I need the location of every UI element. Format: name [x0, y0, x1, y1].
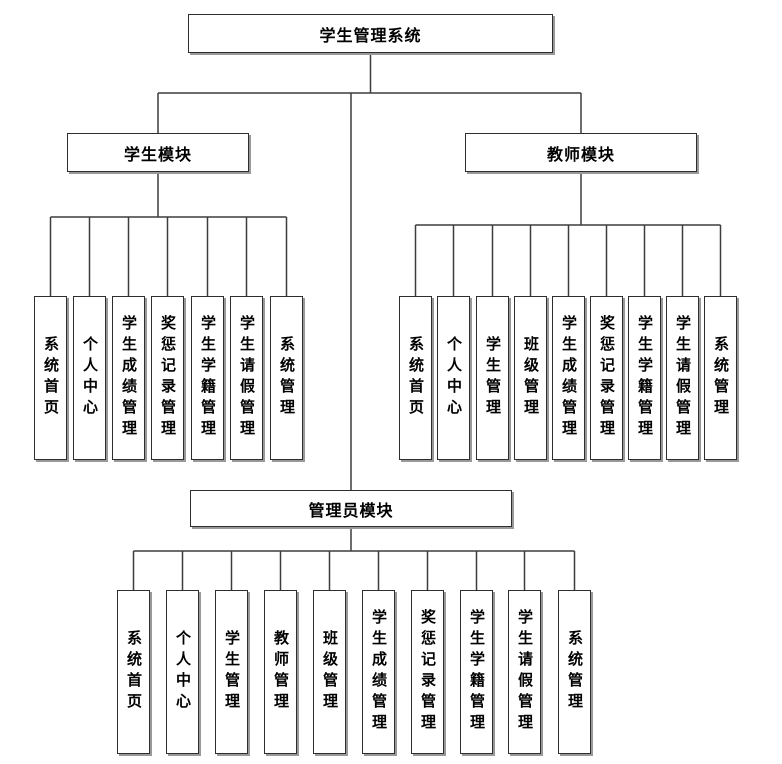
student-branch-connector — [49, 172, 288, 296]
teacher-leaf-class-management: 班级管理 — [514, 296, 547, 460]
module-node-admin: 管理员模块 — [190, 490, 512, 527]
student-leaf-leave-management: 学生请假管理 — [230, 296, 263, 460]
student-leaf-grade-management: 学生成绩管理 — [112, 296, 145, 460]
module-node-student: 学生模块 — [67, 133, 249, 172]
teacher-leaf-leave-management: 学生请假管理 — [666, 296, 699, 460]
teacher-leaf-reward-punishment-management: 奖惩记录管理 — [590, 296, 623, 460]
student-leaf-system-home: 系统首页 — [34, 296, 67, 460]
admin-branch-connector — [132, 527, 576, 590]
teacher-branch-connector — [414, 172, 722, 296]
root-node-student-management-system: 学生管理系统 — [188, 14, 553, 53]
admin-leaf-teacher-management: 教师管理 — [264, 590, 297, 754]
teacher-leaf-grade-management: 学生成绩管理 — [552, 296, 585, 460]
admin-leaf-system-management: 系统管理 — [558, 590, 591, 754]
teacher-leaf-enrollment-management: 学生学籍管理 — [628, 296, 661, 460]
admin-leaf-leave-management: 学生请假管理 — [508, 590, 541, 754]
trunk-connector — [157, 53, 582, 490]
student-leaf-reward-punishment-management: 奖惩记录管理 — [151, 296, 184, 460]
admin-leaf-enrollment-management: 学生学籍管理 — [460, 590, 493, 754]
admin-leaf-personal-center: 个人中心 — [166, 590, 199, 754]
admin-leaf-reward-punishment-management: 奖惩记录管理 — [411, 590, 444, 754]
teacher-leaf-system-home: 系统首页 — [399, 296, 432, 460]
teacher-leaf-student-management: 学生管理 — [476, 296, 509, 460]
admin-leaf-student-management: 学生管理 — [215, 590, 248, 754]
admin-leaf-grade-management: 学生成绩管理 — [362, 590, 395, 754]
admin-leaf-class-management: 班级管理 — [313, 590, 346, 754]
student-leaf-personal-center: 个人中心 — [73, 296, 106, 460]
admin-leaf-system-home: 系统首页 — [117, 590, 150, 754]
student-leaf-system-management: 系统管理 — [270, 296, 303, 460]
teacher-leaf-system-management: 系统管理 — [704, 296, 737, 460]
student-leaf-enrollment-management: 学生学籍管理 — [191, 296, 224, 460]
module-node-teacher: 教师模块 — [465, 133, 697, 172]
teacher-leaf-personal-center: 个人中心 — [437, 296, 470, 460]
